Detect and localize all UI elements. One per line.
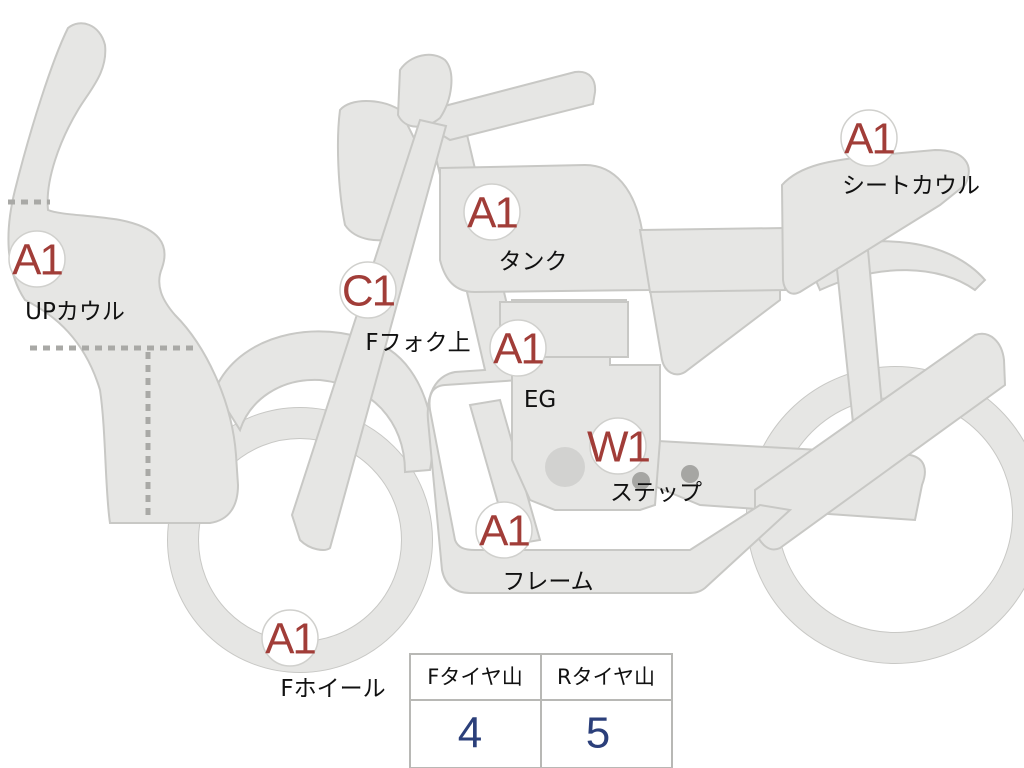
grade-badge-frame: A1 (475, 501, 533, 559)
front-tire-header: Fタイヤ山 (427, 665, 522, 689)
part-label-up-cowl: UPカウル (25, 299, 125, 325)
grade-code: A1 (265, 615, 315, 664)
seat-cowl (780, 148, 970, 295)
rear-tire-value: 5 (586, 709, 610, 758)
seat (638, 226, 786, 294)
grade-badge-up-cowl: A1 (8, 230, 66, 288)
grade-badge-circle (475, 501, 533, 559)
grade-badge-tank: A1 (463, 183, 521, 241)
part-label-f-wheel: Fホイール (280, 676, 385, 702)
grade-code: A1 (493, 325, 543, 374)
grade-badge-circle (8, 230, 66, 288)
step-peg-left (632, 472, 650, 490)
grade-code: A1 (844, 115, 894, 164)
grade-badge-circle (463, 183, 521, 241)
grade-badge-f-fork: C1 (339, 261, 397, 319)
grade-badge-engine: A1 (489, 319, 547, 377)
part-label-engine: EG (524, 387, 556, 413)
grade-badge-circle (840, 109, 898, 167)
part-label-step: ステップ (610, 480, 702, 506)
front-tire-value: 4 (458, 709, 482, 758)
grade-badge-seat-cowl: A1 (840, 109, 898, 167)
grade-code: C1 (342, 267, 395, 316)
grade-badge-f-wheel: A1 (261, 609, 319, 667)
grade-badge-circle (261, 609, 319, 667)
grade-badge-circle (339, 261, 397, 319)
front-fork (290, 118, 448, 551)
grade-code: A1 (479, 507, 529, 556)
engine-cover (545, 447, 585, 487)
rear-tire-header: Rタイヤ山 (557, 665, 655, 689)
part-label-seat-cowl: シートカウル (842, 173, 980, 199)
rear-strut (754, 332, 1007, 551)
grade-badge-step: W1 (587, 417, 652, 475)
grade-code: A1 (467, 189, 517, 238)
grade-badge-circle (489, 319, 547, 377)
grade-code: A1 (12, 236, 62, 285)
grade-code: W1 (587, 423, 650, 472)
upper-frame-tube (407, 70, 597, 142)
part-label-f-fork: Fフォク上 (365, 330, 470, 356)
meter (396, 53, 453, 128)
part-label-tank: タンク (499, 249, 568, 275)
tire-table: Fタイヤ山 Rタイヤ山 4 5 (409, 653, 673, 768)
side-panel (648, 289, 781, 376)
step-peg-right (681, 465, 699, 483)
grade-badge-circle (589, 417, 647, 475)
part-label-frame: フレーム (502, 569, 593, 595)
